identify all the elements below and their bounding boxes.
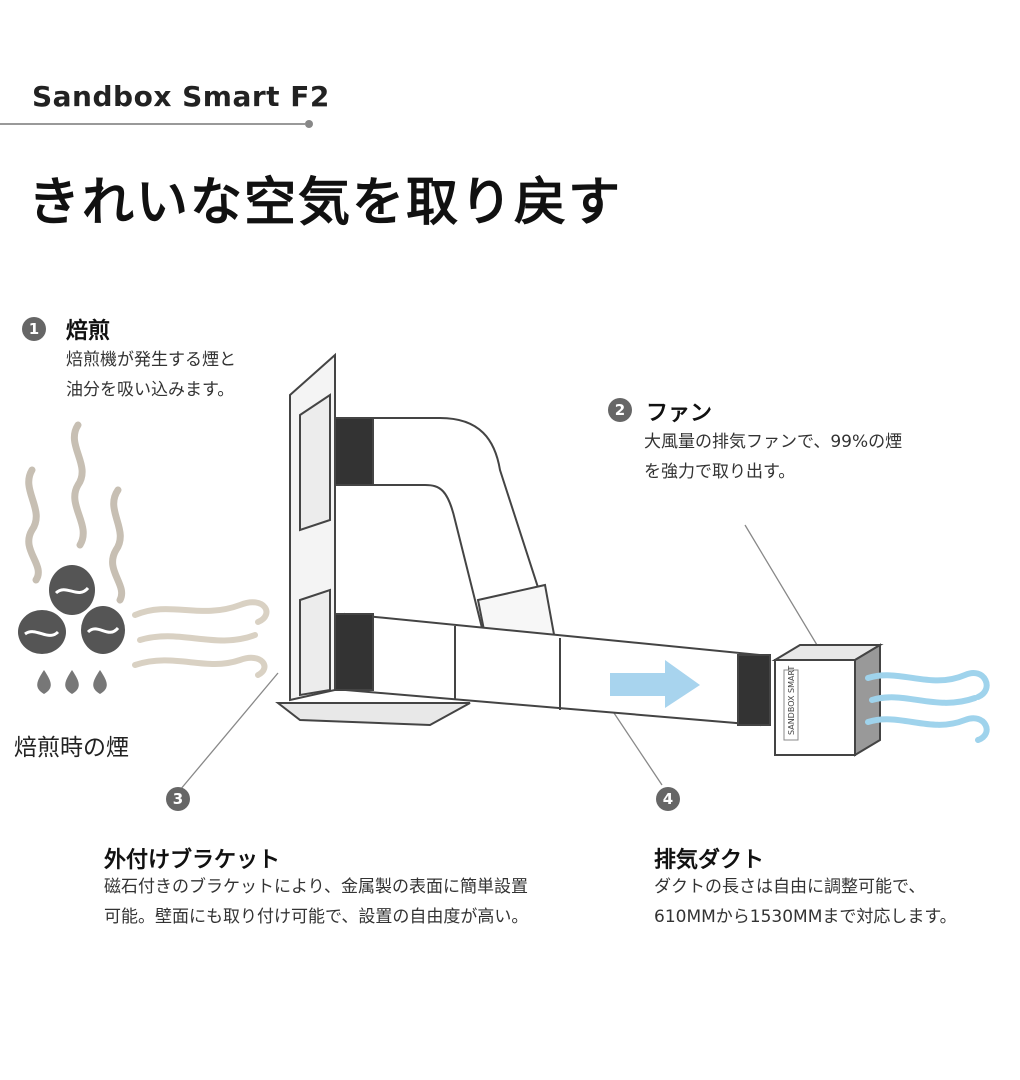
smoke-icon xyxy=(25,421,126,604)
step-1-badge: 1 xyxy=(22,317,46,341)
step-4-badge: 4 xyxy=(656,787,680,811)
fan-brand-label: SANDBOX SMART xyxy=(787,666,796,735)
coffee-bean-icon xyxy=(18,565,125,654)
brand-underline-dot xyxy=(305,120,313,128)
step-4-title: 排気ダクト xyxy=(654,848,765,873)
exhaust-duct xyxy=(334,612,771,727)
arrow-right-icon xyxy=(610,660,700,708)
step-2-badge: 2 xyxy=(608,398,632,422)
oil-drop-icon xyxy=(37,670,107,694)
step-2-description: 大風量の排気ファンで、99%の煙 を強力で取り出す。 xyxy=(644,432,903,482)
step-3-description: 磁石付きのブラケットにより、金属製の表面に簡単設置 可能。壁面にも取り付け可能で… xyxy=(104,877,529,927)
step-3-badge: 3 xyxy=(166,787,190,811)
airflow-icon xyxy=(132,599,270,678)
smoke-label: 焙煎時の煙 xyxy=(14,735,129,761)
airflow-out-icon xyxy=(865,670,990,743)
headline: きれいな空気を取り戻す xyxy=(28,173,623,233)
step-3-title: 外付けブラケット xyxy=(104,848,281,873)
step-2-title: ファン xyxy=(646,401,713,426)
step-1-title: 焙煎 xyxy=(66,319,111,344)
fan-unit xyxy=(771,643,884,757)
step-1-description: 焙煎機が発生する煙と 油分を吸い込みます。 xyxy=(66,350,236,400)
step-4-description: ダクトの長さは自由に調整可能で、 610MMから1530MMまで対応します。 xyxy=(654,877,957,927)
brand-title: Sandbox Smart F2 xyxy=(32,80,330,113)
external-bracket xyxy=(275,352,471,727)
brand-underline xyxy=(0,123,305,125)
